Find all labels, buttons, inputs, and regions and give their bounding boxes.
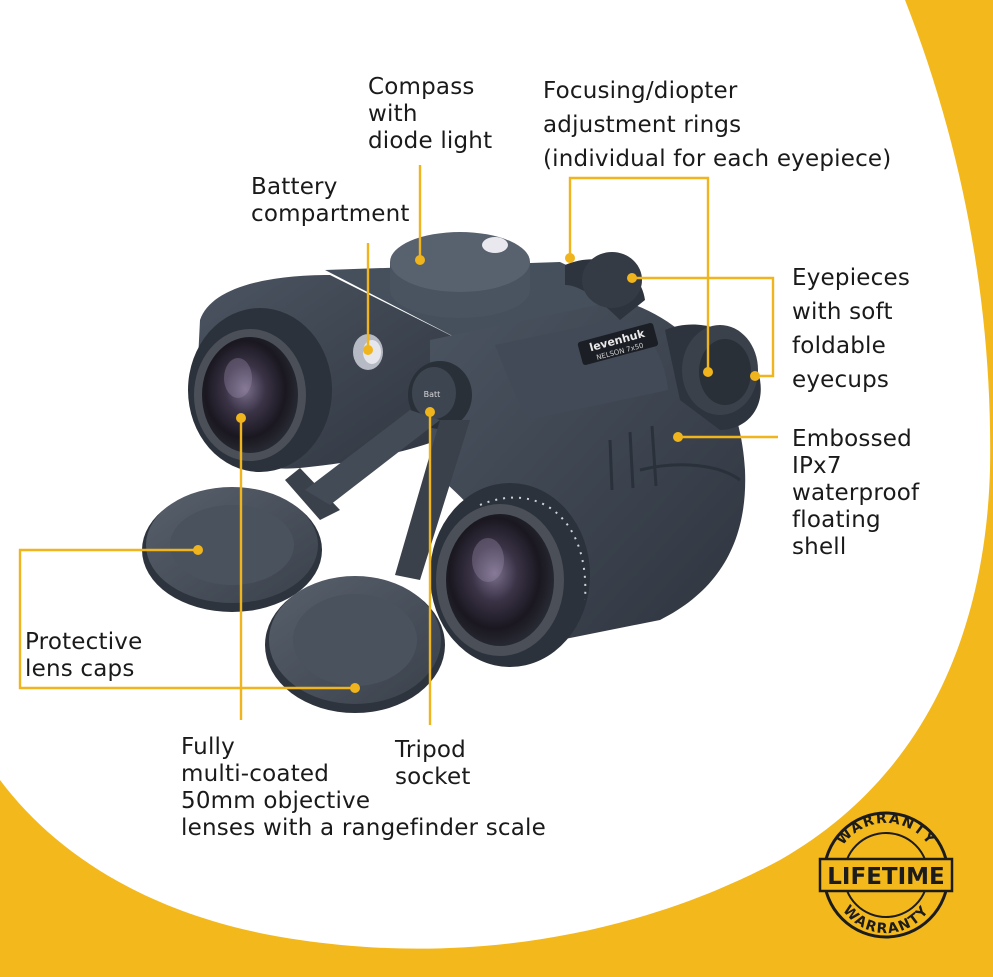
embossed-ridges bbox=[608, 425, 741, 491]
badge-main-text: LIFETIME bbox=[827, 864, 944, 890]
right-eyepiece bbox=[665, 324, 761, 430]
label-objective: Fully multi-coated 50mm objective lenses… bbox=[181, 734, 546, 841]
label-compass: Compass with diode light bbox=[368, 74, 493, 154]
badge-top-text: WARRANTY bbox=[834, 811, 939, 849]
label-tripod: Tripod socket bbox=[395, 737, 471, 790]
right-objective-lens bbox=[430, 483, 590, 667]
label-eyepieces: Eyepieces with soft foldable eyecups bbox=[792, 265, 911, 393]
badge-bottom-text: WARRANTY bbox=[839, 902, 932, 937]
binoculars-illustration: levenhuk NELSON 7x50 Batt bbox=[142, 232, 761, 713]
focus-wheel: Batt bbox=[408, 361, 472, 429]
focus-wheel-label: Batt bbox=[424, 390, 441, 399]
label-focusing: Focusing/diopter adjustment rings (indiv… bbox=[543, 78, 892, 172]
lens-cap-upper bbox=[142, 487, 322, 612]
lifetime-warranty-badge: WARRANTY WARRANTY LIFETIME bbox=[818, 811, 954, 939]
label-lens-caps: Protective lens caps bbox=[25, 629, 143, 682]
left-objective-lens bbox=[188, 308, 332, 472]
callout-lines bbox=[18, 165, 778, 725]
label-battery: Battery compartment bbox=[251, 174, 410, 227]
cap-strap-right bbox=[395, 420, 470, 580]
rangefinder-scale bbox=[479, 496, 587, 601]
badge-banner bbox=[818, 857, 954, 893]
brand-logo-plate bbox=[577, 322, 659, 365]
label-embossed: Embossed IPx7 waterproof floating shell bbox=[792, 426, 920, 560]
cap-strap-mid bbox=[305, 410, 440, 505]
lens-cap-lower bbox=[265, 576, 445, 713]
compass-dome bbox=[390, 232, 530, 318]
left-eyepiece bbox=[565, 252, 645, 320]
